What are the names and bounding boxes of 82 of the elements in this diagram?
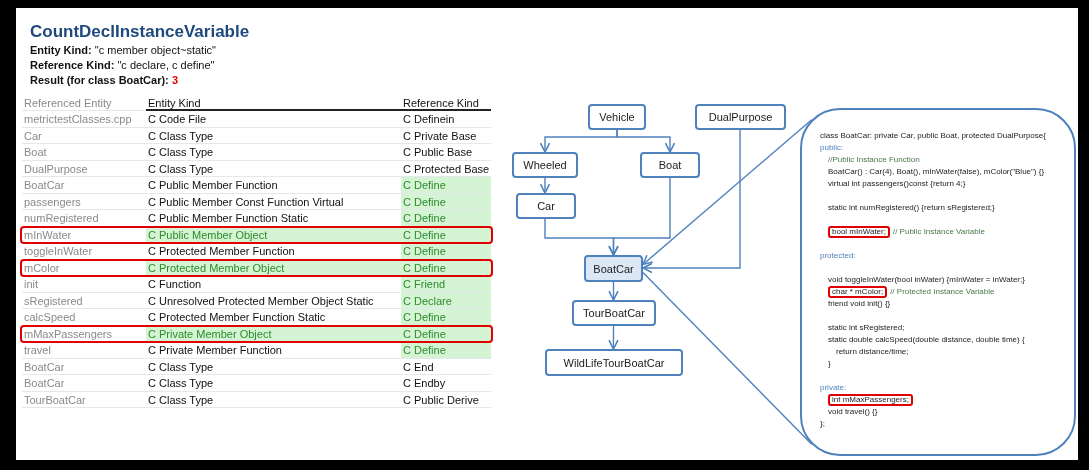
entity-name: init <box>22 276 146 293</box>
reference-kind: C Endby <box>401 375 491 392</box>
reference-kind: C End <box>401 358 491 375</box>
entity-name: DualPurpose <box>22 160 146 177</box>
entity-name: BoatCar <box>22 358 146 375</box>
entity-kind: C Class Type <box>146 160 401 177</box>
class-box: Boat <box>640 152 700 178</box>
code-line: static int numRegistered() {return sRegistered;} <box>828 202 995 214</box>
code-line: }; <box>820 418 825 430</box>
entity-kind: C Class Type <box>146 127 401 144</box>
entity-name: Boat <box>22 144 146 161</box>
entity-kind: C Public Member Function <box>146 177 401 194</box>
title: CountDeclInstanceVariable <box>30 22 250 42</box>
entity-name: travel <box>22 342 146 359</box>
code-line: protected: <box>820 250 856 262</box>
reference-kind: C Private Base <box>401 127 491 144</box>
arrow <box>608 177 671 256</box>
criteria-line: Entity Kind: "c member object~static" <box>30 44 216 56</box>
entity-name: BoatCar <box>22 375 146 392</box>
entity-kind: C Unresolved Protected Member Object Static <box>146 292 401 309</box>
class-box: BoatCar <box>584 255 643 282</box>
entity-kind: C Class Type <box>146 375 401 392</box>
reference-kind: C Public Derive <box>401 391 491 408</box>
entity-kind: C Function <box>146 276 401 293</box>
column-header: Entity Kind <box>146 95 401 111</box>
reference-kind: C Define <box>401 309 491 326</box>
highlighted-code: bool mInWater; <box>828 226 890 238</box>
reference-kind: C Define <box>401 177 491 194</box>
arrow <box>616 129 676 153</box>
arrow <box>642 129 741 274</box>
entity-name: calcSpeed <box>22 309 146 326</box>
class-box: Wheeled <box>512 152 578 178</box>
criteria-line: Reference Kind: "c declare, c define" <box>30 59 215 71</box>
entity-name: passengers <box>22 193 146 210</box>
code-line: friend void init() {} <box>828 298 891 310</box>
highlighted-code: char * mColor; <box>828 286 888 298</box>
code-line: class BoatCar: private Car, public Boat, protected DualPurpose{ <box>820 130 1046 142</box>
entity-name: BoatCar <box>22 177 146 194</box>
arrow <box>608 281 619 301</box>
class-box: Car <box>516 193 576 219</box>
entity-name: sRegistered <box>22 292 146 309</box>
code-comment: //Public Instance Function <box>828 154 920 166</box>
entity-name: numRegistered <box>22 210 146 227</box>
reference-kind: C Public Base <box>401 144 491 161</box>
column-header: Reference Kind <box>401 95 491 111</box>
reference-kind: C Definein <box>401 111 491 128</box>
entity-kind: C Class Type <box>146 358 401 375</box>
code-line: virtual int passengers()const {return 4;} <box>828 178 966 190</box>
arrow <box>608 325 619 350</box>
class-box: WildLifeTourBoatCar <box>545 349 683 376</box>
code-line: void toggleInWater(bool inWater) {mInWater = inWater;} <box>828 274 1025 286</box>
entity-name: Car <box>22 127 146 144</box>
class-box: DualPurpose <box>695 104 786 130</box>
code-line: BoatCar() : Car(4), Boat(), mInWater(false), mColor("Blue") {} <box>828 166 1045 178</box>
entity-kind: C Code File <box>146 111 401 128</box>
code-line: static double calcSpeed(double distance, double time) { <box>828 334 1025 346</box>
connector-line <box>642 271 813 445</box>
highlighted-code: int mMaxPassengers; <box>828 394 913 406</box>
code-line: return distance/time; <box>836 346 909 358</box>
callout-bubble <box>800 108 1076 456</box>
entity-kind: C Public Member Const Function Virtual <box>146 193 401 210</box>
code-line: } <box>828 358 831 370</box>
entity-kind: C Class Type <box>146 144 401 161</box>
reference-kind: C Define <box>401 210 491 227</box>
entity-name: metrictestClasses.cpp <box>22 111 146 128</box>
entity-name: toggleInWater <box>22 243 146 260</box>
class-box: Vehicle <box>588 104 646 130</box>
code-line: void travel() {} <box>828 406 878 418</box>
code-comment: // Public Instance Variable <box>892 226 985 238</box>
code-line: public: <box>820 142 844 154</box>
class-box: TourBoatCar <box>572 300 656 326</box>
code-comment: // Protected Instance Variable <box>890 286 995 298</box>
result-value: 3 <box>172 74 179 86</box>
entity-name: TourBoatCar <box>22 391 146 408</box>
code-line: static int sRegistered; <box>828 322 905 334</box>
entity-kind: C Class Type <box>146 391 401 408</box>
entity-kind: C Private Member Function <box>146 342 401 359</box>
arrow <box>642 119 813 266</box>
code-line: private: <box>820 382 847 394</box>
arrow <box>539 177 551 194</box>
column-header: Referenced Entity <box>22 95 146 111</box>
result-label: Result (for class BoatCar): <box>30 74 169 86</box>
